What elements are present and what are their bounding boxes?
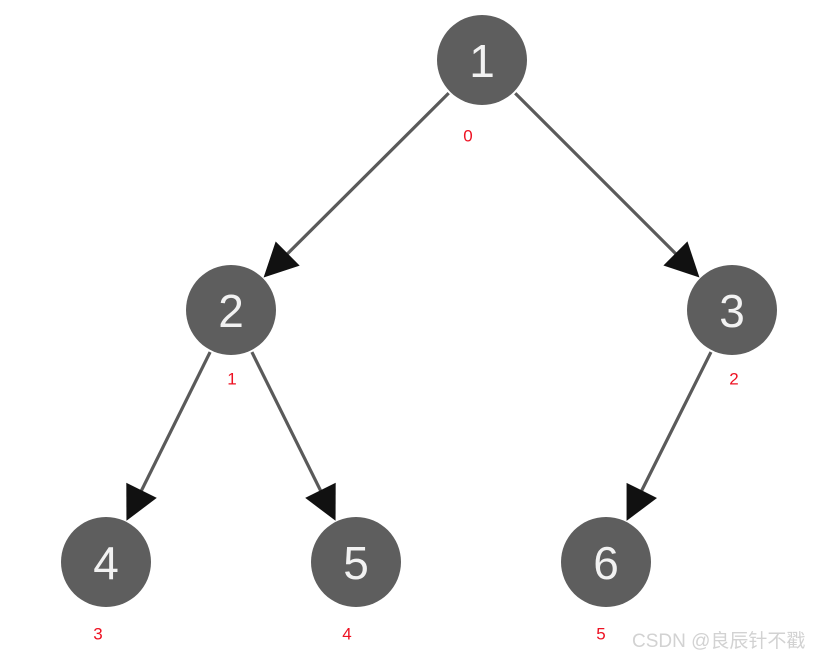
array-index-label-4: 3	[93, 625, 102, 644]
node-label-4: 4	[93, 537, 119, 589]
node-circle-6	[561, 517, 651, 607]
arrowhead-n3-to-n6	[626, 482, 657, 521]
tree-node-3[interactable]: 3	[687, 265, 777, 355]
node-circle-1	[437, 15, 527, 105]
edges-group	[126, 92, 713, 521]
arrowhead-n1-to-n2	[263, 241, 300, 278]
node-circle-4	[61, 517, 151, 607]
nodes-group: 1 2 3 4 5 6	[61, 15, 777, 607]
edge-n1-to-n2	[279, 92, 450, 262]
array-index-label-3: 2	[729, 370, 738, 389]
tree-node-2[interactable]: 2	[186, 265, 276, 355]
node-label-1: 1	[469, 35, 495, 87]
tree-node-5[interactable]: 5	[311, 517, 401, 607]
arrowhead-n1-to-n3	[663, 241, 700, 278]
edge-n2-to-n4	[135, 351, 212, 501]
tree-node-1[interactable]: 1	[437, 15, 527, 105]
node-circle-5	[311, 517, 401, 607]
node-circle-3	[687, 265, 777, 355]
array-index-label-1: 0	[463, 127, 472, 146]
edge-n3-to-n6	[635, 351, 713, 501]
index-labels-group: 0 1 2 3 4 5	[93, 127, 738, 644]
array-index-label-5: 4	[342, 625, 351, 644]
tree-node-4[interactable]: 4	[61, 517, 151, 607]
node-label-2: 2	[218, 285, 244, 337]
edge-n2-to-n5	[250, 351, 327, 501]
array-index-label-2: 1	[227, 370, 236, 389]
node-circle-2	[186, 265, 276, 355]
csdn-watermark: CSDN @良辰针不戳	[632, 631, 806, 652]
edge-n1-to-n3	[514, 92, 684, 262]
arrowhead-n2-to-n5	[305, 482, 336, 521]
arrowhead-n2-to-n4	[126, 482, 157, 521]
node-label-3: 3	[719, 285, 745, 337]
node-label-6: 6	[593, 537, 619, 589]
tree-node-6[interactable]: 6	[561, 517, 651, 607]
node-label-5: 5	[343, 537, 369, 589]
array-index-label-6: 5	[596, 625, 605, 644]
